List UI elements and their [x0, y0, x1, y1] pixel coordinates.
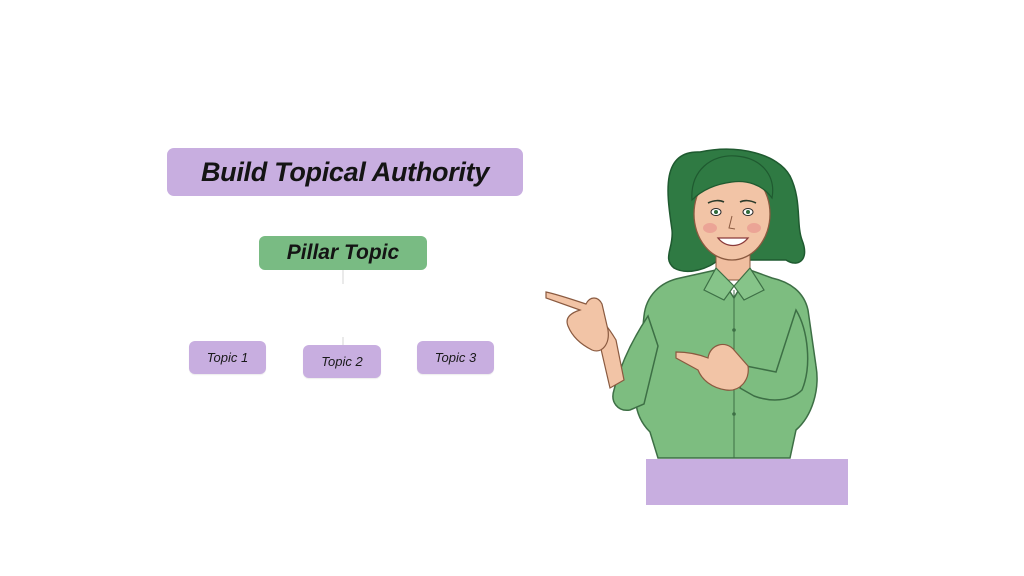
pillar-topic-node: Pillar Topic	[259, 236, 427, 270]
podium-block	[646, 459, 848, 505]
topic-node-3: Topic 3	[417, 341, 494, 374]
woman-pointing-icon	[545, 148, 818, 459]
diagram-title: Build Topical Authority	[167, 148, 523, 196]
topic-node-1: Topic 1	[189, 341, 266, 374]
topic-node-2: Topic 2	[303, 345, 381, 378]
